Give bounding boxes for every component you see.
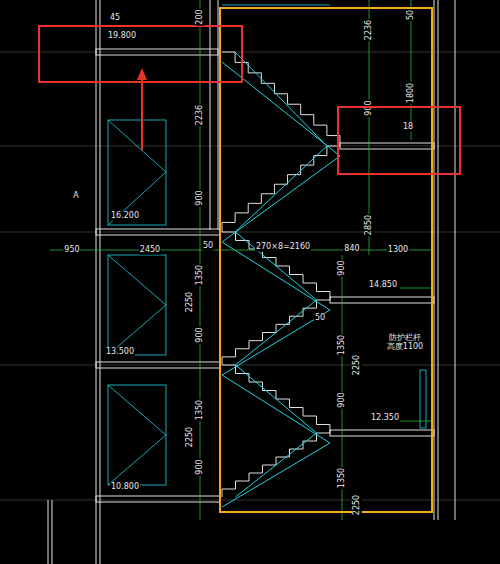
dimension-text: 12.350 (370, 414, 400, 423)
dimension-text: 900 (338, 391, 347, 408)
dimension-label: 45 (109, 14, 121, 23)
dimension-label: 2450 (139, 246, 161, 255)
dimension-text: 50 (314, 314, 326, 323)
dimension-text: 1300 (387, 246, 409, 255)
dimension-label: 900 (196, 458, 205, 475)
dimension-text: 2250 (353, 354, 362, 376)
dimension-label: 900 (196, 326, 205, 343)
highlight-box: 19.800 (38, 25, 243, 83)
dimension-label: 1350 (196, 264, 205, 286)
dimension-text: 840 (343, 245, 360, 254)
dimension-label: 1350 (196, 399, 205, 421)
dimension-label: 2250 (186, 426, 195, 448)
dimension-text: 2236 (365, 19, 374, 41)
dimension-text: 270×8=2160 (255, 243, 311, 252)
dimension-text: 防护栏杆 高度1100 (384, 334, 426, 352)
dimension-label: 10.800 (110, 483, 140, 492)
dimension-label: 200 (196, 8, 205, 25)
dimension-text: 19.800 (107, 32, 137, 41)
dimension-text: 900 (338, 259, 347, 276)
dimension-text: 18 (402, 123, 414, 132)
dimension-text: 1350 (338, 467, 347, 489)
stair-bay-box: 2236 900 1800 50 2850 270×8=2160 840 1300 900 14.… (220, 8, 432, 512)
dimension-text: 1800 (407, 82, 416, 104)
dimension-label: 50 (202, 242, 214, 251)
dimension-label: 950 (63, 246, 80, 255)
dimension-label: 2236 (196, 104, 205, 126)
dimension-label: A (72, 192, 79, 201)
dimension-text: 2850 (365, 214, 374, 236)
dimension-text: 900 (365, 99, 374, 116)
dimension-label: 900 (196, 189, 205, 206)
dimension-text: 14.850 (368, 281, 398, 290)
dimension-label: 16.200 (110, 212, 140, 221)
highlight-box: 18 (337, 106, 461, 175)
dimension-label: 13.500 (105, 348, 135, 357)
dimension-text: 1350 (338, 334, 347, 356)
dimension-label: 2250 (186, 291, 195, 313)
dimension-text: 50 (407, 9, 416, 21)
dimension-text: 2250 (353, 494, 362, 516)
